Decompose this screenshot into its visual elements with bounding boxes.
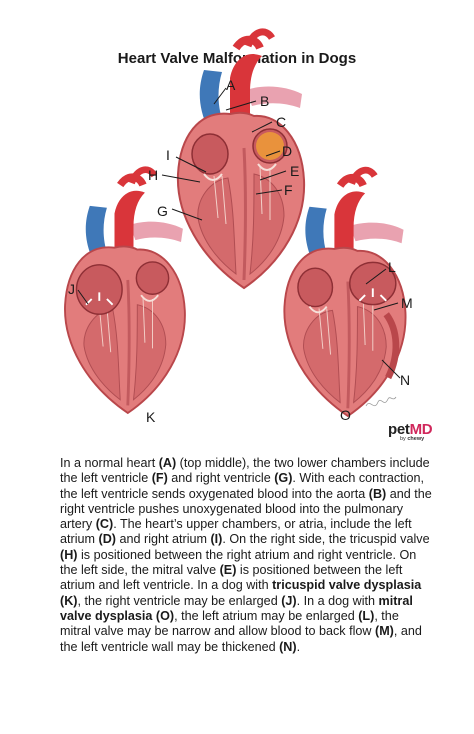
leader-lines <box>77 87 401 379</box>
label-g: G <box>157 203 168 219</box>
paragraph-text-run: . The heart’s upper chambers, or atria, … <box>60 517 412 547</box>
paragraph-text-run: , the mitral valve may be narrow and all… <box>60 608 399 639</box>
paragraph-bold-run: (A) <box>158 456 177 470</box>
label-m: M <box>401 295 413 311</box>
label-a: A <box>226 77 236 93</box>
normal-heart <box>178 32 304 288</box>
label-n: N <box>400 372 410 388</box>
paragraph-text-run: . On the right side, the tricuspid valve <box>222 532 430 547</box>
paragraph-bold-run: (E) <box>219 563 237 578</box>
paragraph-bold-run: (B) <box>368 486 387 501</box>
label-i: I <box>166 147 170 163</box>
logo-brand-text: chewy <box>407 436 425 442</box>
paragraph-text-run: , the left atrium may be enlarged <box>174 608 359 623</box>
artist-signature <box>365 396 397 407</box>
paragraph-bold-run: (M) <box>375 624 394 639</box>
paragraph-bold-run: (J) <box>281 593 297 608</box>
paragraph-bold-run: (D) <box>98 532 116 547</box>
paragraph-text-run: and the right ventricle pushes unoxygena… <box>60 486 432 532</box>
paragraph-bold-run: (H) <box>60 547 78 562</box>
paragraph-text-run: is positioned between the left atrium an… <box>60 563 403 593</box>
heart-diagram: A B C D E F G H I J K L M N O <box>0 0 413 425</box>
petmd-logo: petMD by chewy <box>388 421 448 442</box>
paragraph-bold-run: (L) <box>358 608 375 623</box>
paragraph-text-run: , the right ventricle may be enlarged <box>77 593 282 608</box>
paragraph-text-run: and right ventricle <box>167 471 275 486</box>
paragraph-text-run: , and the left ventricle wall may be thi… <box>60 624 422 654</box>
paragraph-bold-run: (N) <box>279 639 297 654</box>
label-d: D <box>282 143 292 159</box>
paragraph-bold-run: tricuspid valve dysplasia (K) <box>60 578 422 608</box>
label-j: J <box>68 281 75 297</box>
logo-pet-text: pet <box>388 421 410 438</box>
paragraph-bold-run: (F) <box>151 471 168 486</box>
paragraph-text-run: is positioned between the right atrium a… <box>60 547 417 578</box>
paragraph-text-run: In a normal heart <box>60 456 159 470</box>
paragraph-bold-run: (I) <box>210 532 223 547</box>
tricuspid-dysplasia-heart <box>65 170 185 413</box>
label-o: O <box>340 407 351 423</box>
paragraph-text-run: . In a dog with <box>296 593 379 608</box>
label-e: E <box>290 163 299 179</box>
logo-by-text: by <box>400 436 406 442</box>
paragraph-text-run: . <box>296 639 301 654</box>
page-title: Heart Valve Malformation in Dogs <box>117 50 357 67</box>
paragraph-bold-run: mitral valve dysplasia (O) <box>60 593 413 623</box>
paragraph-text-run: and right atrium <box>115 532 211 547</box>
logo-md-text: MD <box>409 421 433 438</box>
label-f: F <box>284 182 293 198</box>
left-atrium-highlight <box>256 132 284 160</box>
label-l: L <box>388 259 396 275</box>
paragraph-bold-run: (C) <box>95 517 114 532</box>
label-b: B <box>260 93 269 109</box>
paragraph-text-run: . With each contraction, the left ventri… <box>60 471 424 501</box>
label-c: C <box>276 114 286 130</box>
mitral-dysplasia-heart <box>284 170 405 416</box>
label-h: H <box>148 167 158 183</box>
label-k: K <box>146 409 156 425</box>
description-paragraph: In a normal heart (A) (top middle), the … <box>60 456 432 655</box>
paragraph-bold-run: (G) <box>274 471 293 486</box>
paragraph-text-run: (top middle), the two lower chambers inc… <box>60 456 430 486</box>
